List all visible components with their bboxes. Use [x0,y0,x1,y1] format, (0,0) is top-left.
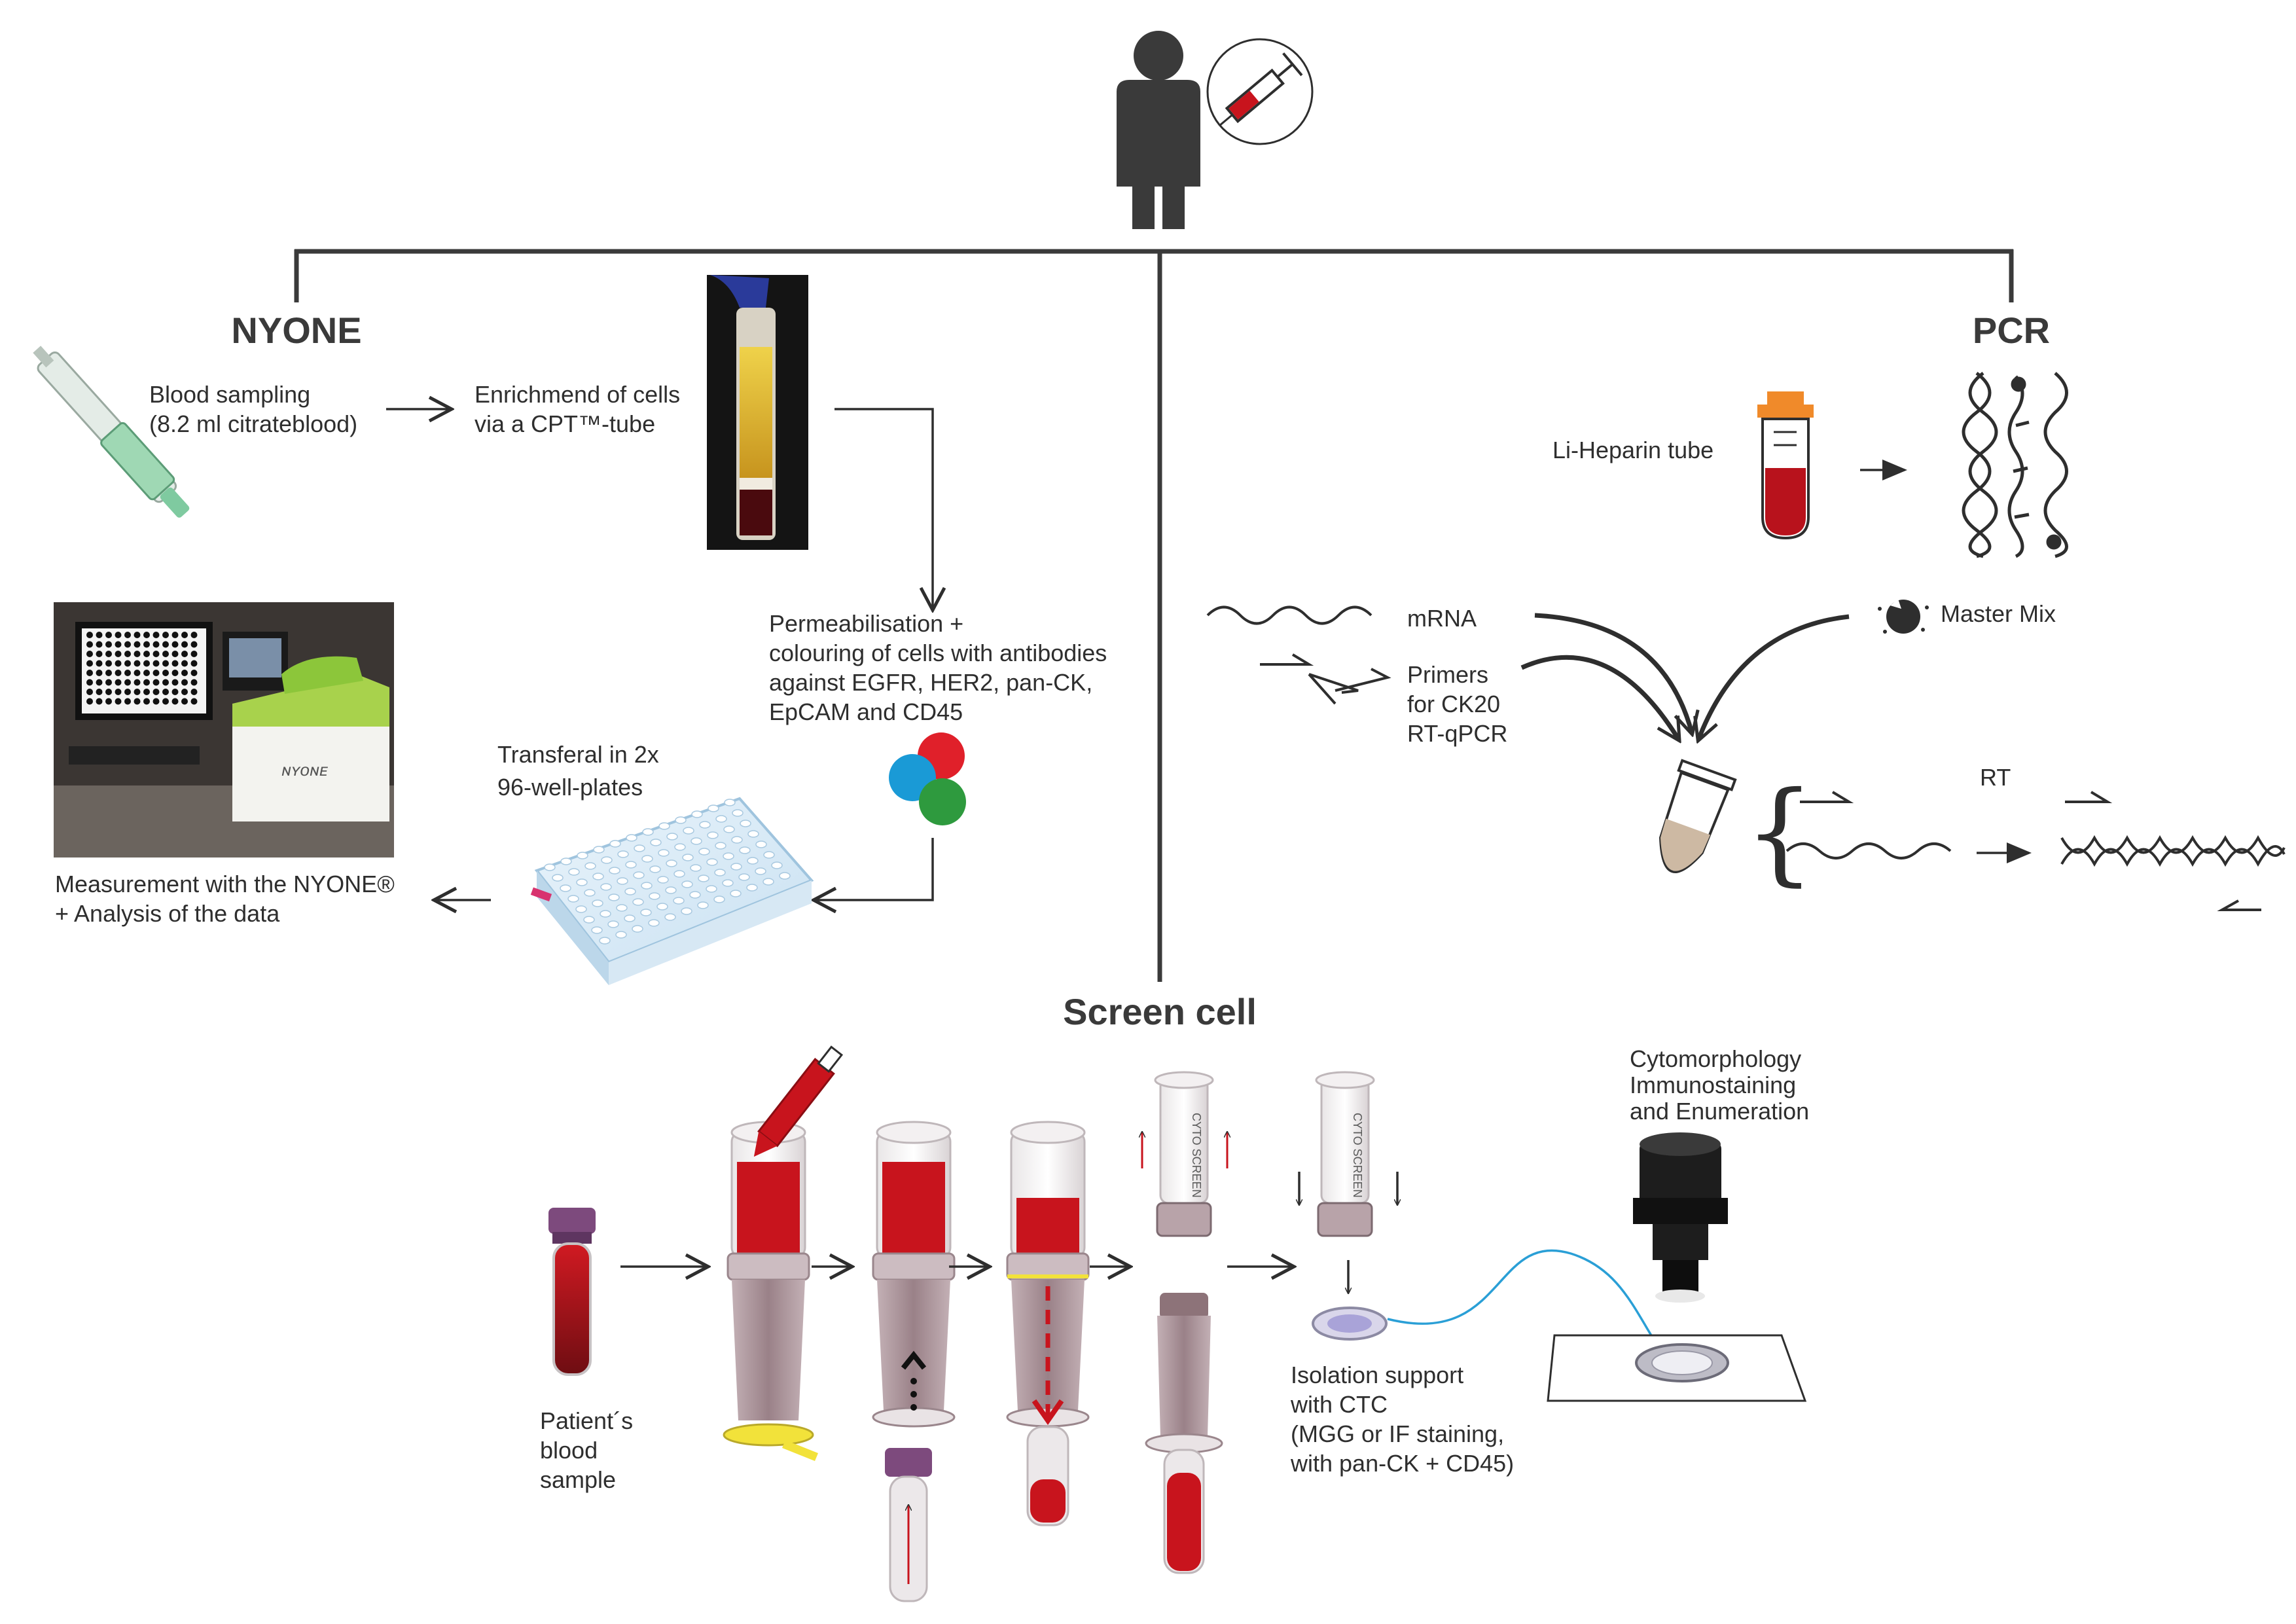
isolation-support-disc [1312,1307,1388,1341]
cpt-tube-photo [707,275,808,550]
svg-text:Isolation support: Isolation support [1291,1362,1463,1388]
heading-nyone: NYONE [231,310,361,351]
svg-text:96-well-plates: 96-well-plates [497,774,643,801]
screen-cell-device-4: CYTO SCREEN [1142,1071,1227,1574]
master-mix-label: Master Mix [1941,600,2056,627]
person-icon [1117,31,1200,229]
curly-brace: { [1744,768,1815,897]
svg-text:EpCAM and CD45: EpCAM and CD45 [769,698,963,725]
permeabilisation-label: Permeabilisation + colouring of cells wi… [769,610,1107,725]
heading-screen-cell: Screen cell [1063,991,1257,1032]
enrichment-label: Enrichmend of cells via a CPT™-tube [475,381,680,437]
arrow-tube-to-permeabilisation [834,408,933,609]
arrow-dots-to-plate [815,838,934,900]
svg-text:for CK20: for CK20 [1407,691,1500,717]
svg-text:Primers: Primers [1407,661,1488,688]
svg-text:Transferal in 2x: Transferal in 2x [497,741,659,768]
svg-text:sample: sample [540,1466,616,1493]
transferal-label: Transferal in 2x 96-well-plates [497,741,659,801]
svg-text:with pan-CK + CD45): with pan-CK + CD45) [1290,1450,1514,1477]
transfer-curve [1387,1249,1666,1358]
li-heparin-label: Li-Heparin tube [1552,437,1713,463]
nyone-instrument-photo: ɴʏᴏɴᴇ [54,602,394,857]
reagent-arrows [1520,613,1850,740]
primers-label: Primers for CK20 RT-qPCR [1407,661,1507,747]
svg-text:with CTC: with CTC [1290,1391,1388,1418]
blood-syringe-illustration [33,346,190,518]
well-plate-illustration [530,797,814,985]
antibody-colour-dots [889,732,966,825]
svg-text:Cytomorphology: Cytomorphology [1630,1045,1801,1072]
mrna-label: mRNA [1407,605,1477,632]
rt-label: RT [1980,764,2011,791]
svg-text:colouring of cells with antibo: colouring of cells with antibodies [769,640,1107,666]
svg-text:Blood sampling: Blood sampling [149,381,310,408]
pcr-tube-icon [1659,759,1737,873]
branch-lines [294,249,2014,982]
svg-text:+ Analysis of the data: + Analysis of the data [55,900,280,927]
svg-text:Patient´s: Patient´s [540,1407,633,1434]
mastermix-icon [1878,599,1929,634]
isolation-label: Isolation support with CTC (MGG or IF st… [1290,1362,1514,1477]
svg-text:(MGG or IF staining,: (MGG or IF staining, [1291,1420,1504,1447]
svg-text:blood: blood [540,1437,598,1464]
measurement-label: Measurement with the NYONE® + Analysis o… [55,871,395,927]
cdna-helix-icon [2060,791,2286,911]
svg-text:and Enumeration: and Enumeration [1630,1098,1809,1125]
mrna-icon [1206,605,1372,625]
dna-strands-icon [1962,372,2068,558]
svg-text:ɴʏᴏɴᴇ: ɴʏᴏɴᴇ [281,760,328,780]
microscope-slide [1547,1334,1807,1402]
microscope-icon [1633,1132,1728,1303]
screen-cell-device-5: CYTO SCREEN [1299,1071,1397,1293]
svg-text:Immunostaining: Immunostaining [1630,1072,1796,1098]
patient-sample-tube [548,1208,596,1376]
cytomorphology-label: Cytomorphology Immunostaining and Enumer… [1630,1045,1809,1125]
heading-pcr: PCR [1973,310,2050,351]
li-heparin-tube-icon [1757,391,1814,540]
screen-cell-device-2 [872,1121,956,1602]
svg-text:CYTO SCREEN: CYTO SCREEN [1190,1113,1203,1198]
rt-primer-mrna-icon [1785,791,1952,859]
svg-text:against EGFR, HER2, pan-CK,: against EGFR, HER2, pan-CK, [769,669,1092,696]
screen-cell-device-3 [1006,1121,1090,1526]
svg-text:Measurement with the NYONE®: Measurement with the NYONE® [55,871,395,897]
svg-text:CYTO SCREEN: CYTO SCREEN [1351,1113,1364,1198]
svg-text:RT-qPCR: RT-qPCR [1407,720,1507,747]
primer-icon [1260,653,1391,705]
svg-text:(8.2 ml citrateblood): (8.2 ml citrateblood) [149,410,357,437]
blood-sampling-label: Blood sampling (8.2 ml citrateblood) [149,381,357,437]
svg-text:Enrichmend of cells: Enrichmend of cells [475,381,680,408]
syringe-icon [1206,38,1314,145]
screen-cell-device-1 [723,1045,844,1461]
svg-text:via a CPT™-tube: via a CPT™-tube [475,410,655,437]
patient-sample-label: Patient´s blood sample [540,1407,633,1493]
svg-text:Permeabilisation +: Permeabilisation + [769,610,963,637]
